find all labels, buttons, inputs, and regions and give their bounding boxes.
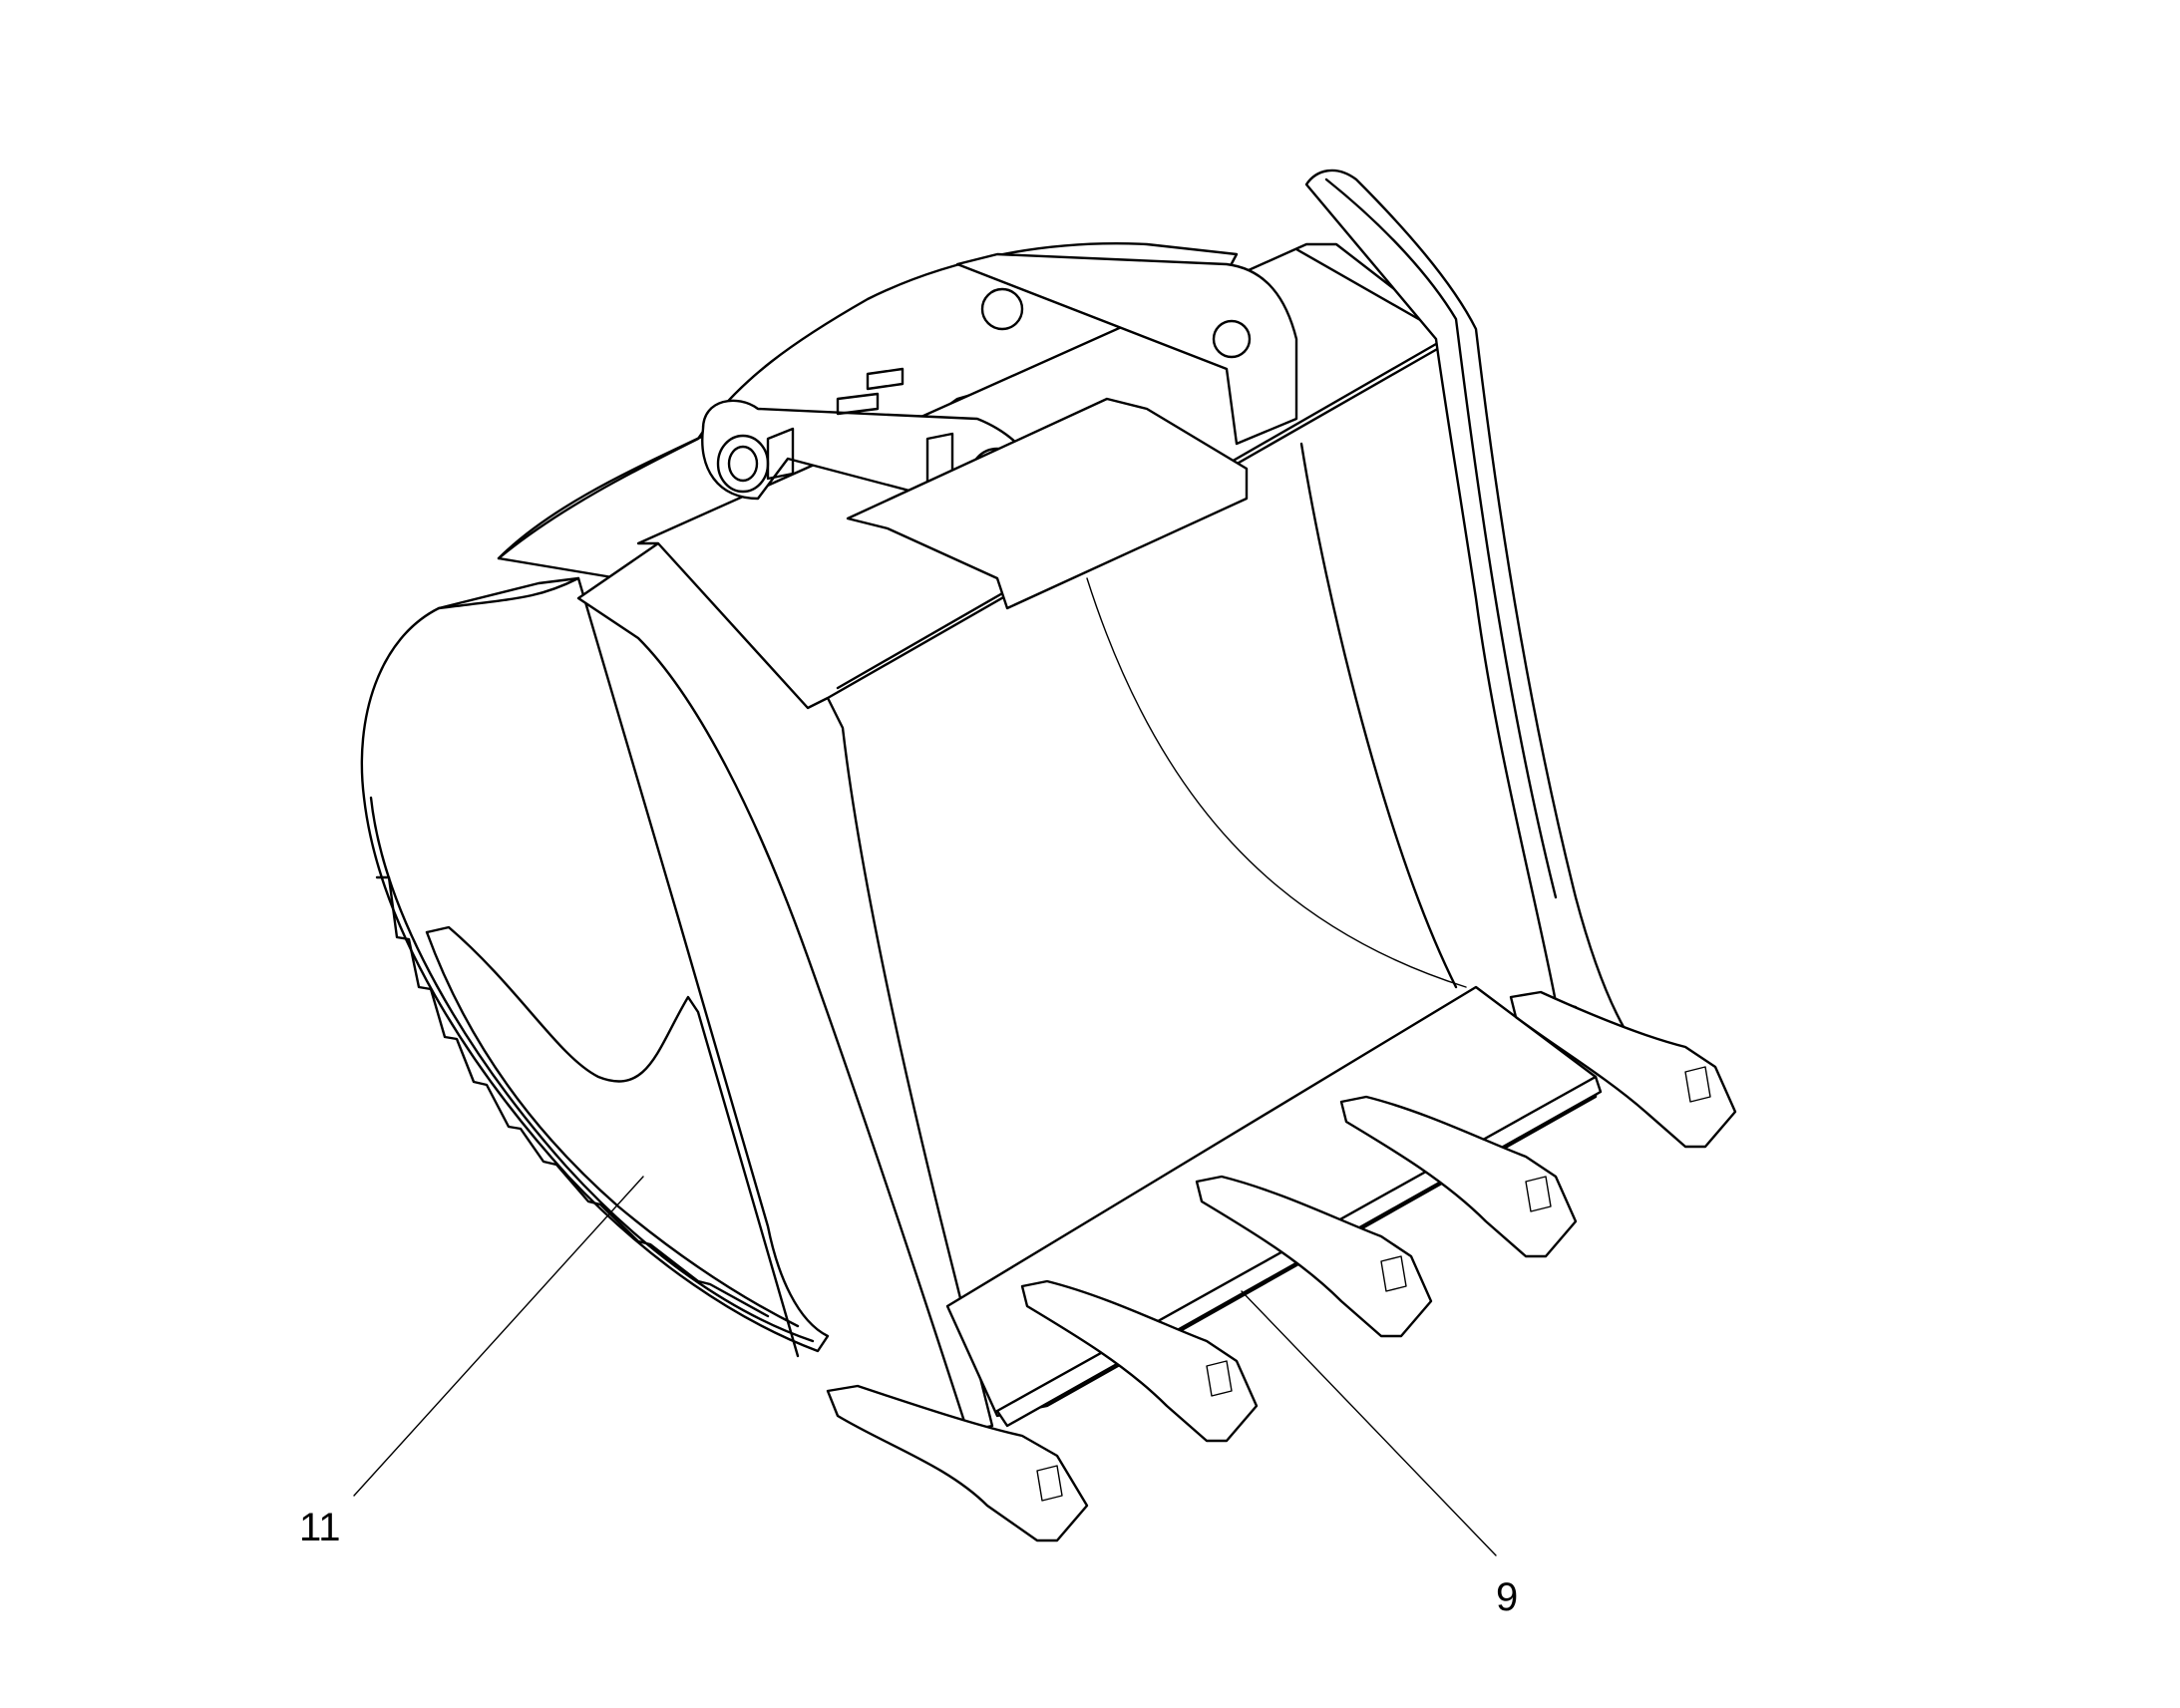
teeth bbox=[826, 990, 1737, 1542]
tooth-1 bbox=[826, 1384, 1089, 1542]
callout-9: 9 bbox=[1241, 1290, 1518, 1619]
callout-label-11: 11 bbox=[299, 1506, 341, 1549]
tooth-2 bbox=[1020, 1279, 1259, 1443]
callout-11: 11 bbox=[299, 1176, 644, 1549]
tooth-5 bbox=[1509, 990, 1737, 1149]
tooth-3 bbox=[1195, 1175, 1433, 1338]
callout-label-9: 9 bbox=[1496, 1575, 1518, 1619]
hinge-brackets bbox=[701, 252, 1298, 610]
side-plate bbox=[360, 576, 830, 1358]
tooth-4 bbox=[1339, 1095, 1578, 1258]
